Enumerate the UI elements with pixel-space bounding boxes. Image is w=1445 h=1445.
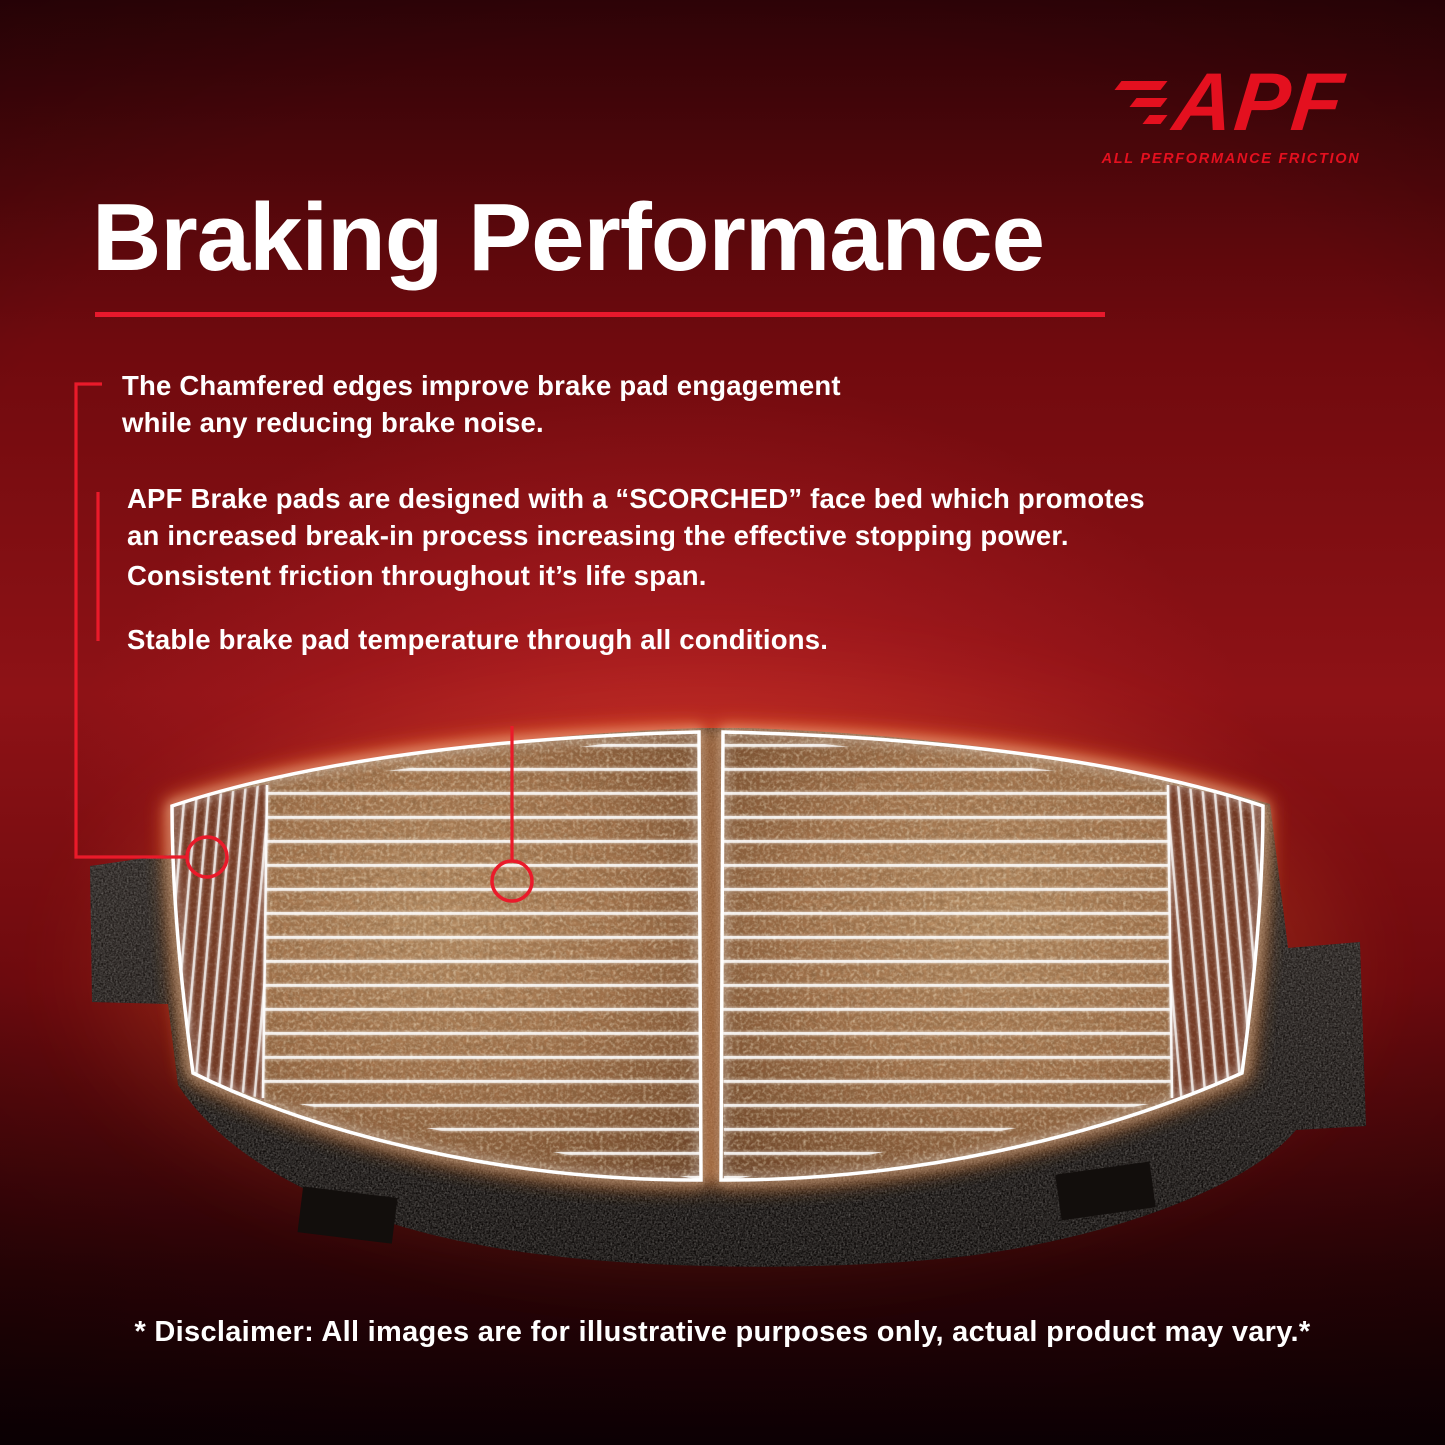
groove-lines-right: [722, 732, 1171, 1181]
callout-circle-chamfer-icon: [185, 835, 229, 879]
callout-circle-face-icon: [490, 859, 534, 903]
logo-brand: APF: [1169, 57, 1349, 148]
chamfered-edge-right: [1166, 784, 1263, 1100]
apf-logo: APF ALL PERFORMANCE FRICTION: [1088, 57, 1374, 167]
callout-line-chamfer: [74, 382, 186, 859]
bullet-consistent-friction: Consistent friction throughout it’s life…: [127, 560, 707, 591]
page-title: Braking Performance: [92, 184, 1045, 291]
chamfered-edge-left: [172, 784, 269, 1100]
callout-lines: [74, 382, 534, 903]
bullet-scorched-face: APF Brake pads are designed with a “SCOR…: [127, 483, 1145, 551]
bullet-chamfered-edges: The Chamfered edges improve brake pad en…: [122, 370, 841, 438]
groove-lines-left: [262, 732, 701, 1180]
backing-plate-tab-left: [297, 1186, 398, 1244]
bullet-stable-temperature: Stable brake pad temperature through all…: [127, 624, 829, 655]
disclaimer-text: * Disclaimer: All images are for illustr…: [134, 1316, 1311, 1348]
title-underline: [95, 312, 1105, 317]
logo-tagline: ALL PERFORMANCE FRICTION: [1101, 150, 1361, 167]
logo-speed-lines-icon: [1114, 81, 1168, 125]
backing-plate-tab-right: [1055, 1161, 1156, 1221]
